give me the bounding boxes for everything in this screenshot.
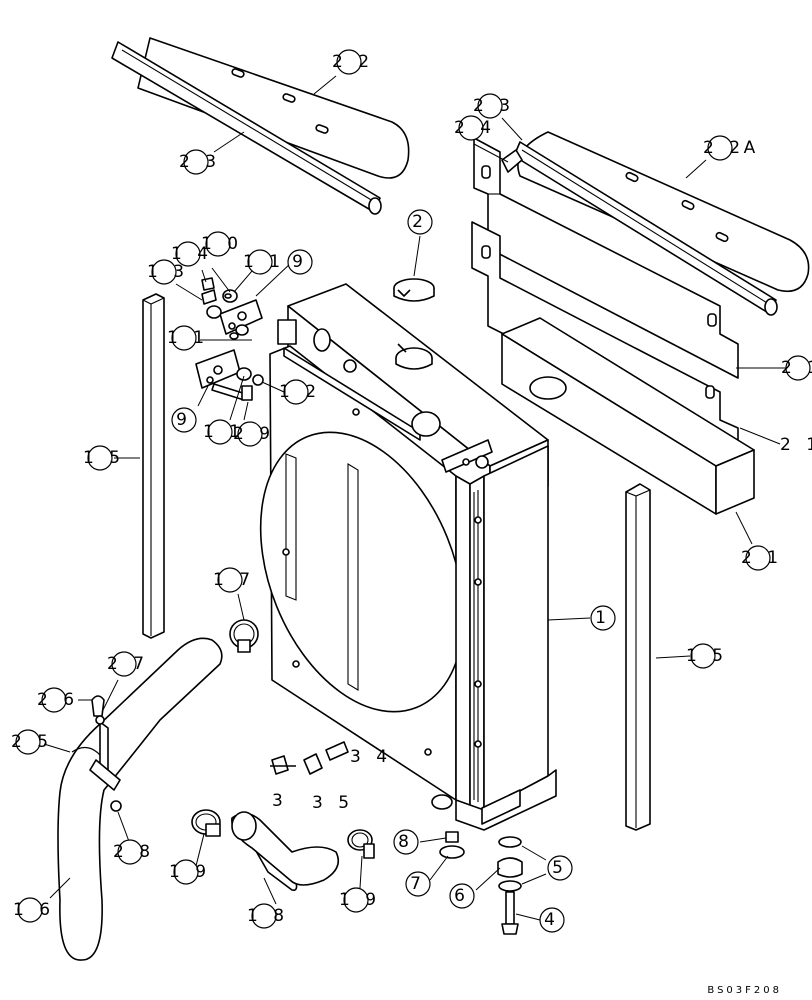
- hose-support-bracket: [89, 695, 122, 812]
- svg-text:1 2: 1 2: [279, 382, 321, 402]
- svg-text:1 1: 1 1: [203, 422, 245, 442]
- shroud-seal-top-right: [501, 131, 810, 316]
- vertical-seal-right: [625, 483, 651, 831]
- balloon-15-right: 1 5: [686, 643, 728, 669]
- svg-text:1 7: 1 7: [213, 570, 255, 590]
- svg-text:1 5: 1 5: [686, 646, 728, 666]
- balloon-5: 5: [547, 855, 573, 881]
- balloon-19-left: 1 9: [169, 859, 211, 885]
- svg-text:1 0: 1 0: [201, 234, 243, 254]
- balloon-1: 1: [590, 605, 616, 631]
- balloon-19-right: 1 9: [339, 887, 381, 913]
- balloon-6: 6: [449, 883, 475, 909]
- svg-text:2: 2: [412, 212, 428, 232]
- lower-hose: [231, 811, 340, 892]
- svg-text:1 3: 1 3: [147, 262, 189, 282]
- balloon-16: 1 6: [13, 897, 55, 923]
- drain-fittings: [270, 741, 349, 775]
- svg-text:2 8: 2 8: [113, 842, 155, 862]
- svg-text:1 8: 1 8: [247, 906, 289, 926]
- balloon-22a: 2 2A: [703, 135, 761, 161]
- hose-clamp-17: [229, 619, 259, 653]
- hose-clamp-19-left: [191, 809, 221, 837]
- label-35: 3 5: [312, 793, 354, 813]
- balloon-22-top: 2 2: [332, 49, 374, 75]
- balloon-21-upper: 2 1: [781, 355, 812, 381]
- svg-text:2 9: 2 9: [233, 424, 275, 444]
- balloon-29: 2 9: [233, 421, 275, 447]
- balloon-2: 2: [407, 209, 433, 235]
- vertical-seal-left: [142, 293, 165, 639]
- svg-text:2 3: 2 3: [473, 96, 515, 116]
- svg-text:4: 4: [544, 910, 560, 930]
- svg-text:A: A: [744, 138, 761, 158]
- balloon-8: 8: [393, 829, 419, 855]
- balloon-9-top: 9: [287, 249, 313, 275]
- balloon-14: 1 4: [171, 241, 213, 267]
- seal-strip-middle: [471, 221, 739, 453]
- svg-text:1 5: 1 5: [83, 448, 125, 468]
- svg-text:2 3: 2 3: [179, 152, 221, 172]
- drawing-code: BS03F208: [707, 985, 782, 996]
- radiator-cap: [393, 278, 435, 302]
- balloon-23-top: 2 3: [179, 149, 221, 175]
- leader-lines: [43, 75, 790, 921]
- svg-text:1: 1: [595, 608, 611, 628]
- upper-hose: [57, 637, 223, 961]
- bracket-fasteners: [201, 277, 264, 401]
- balloon-9-bottom: 9: [171, 407, 197, 433]
- balloon-24: 2 4: [454, 115, 496, 141]
- balloon-10: 1 0: [201, 231, 243, 257]
- svg-text:9: 9: [176, 410, 192, 430]
- svg-text:2 5: 2 5: [11, 732, 53, 752]
- mount-bracket-lower: [195, 349, 241, 389]
- svg-text:2 7: 2 7: [107, 654, 149, 674]
- svg-text:8: 8: [398, 832, 414, 852]
- balloon-12: 1 2: [279, 379, 321, 405]
- label-21-middle: 2 1: [780, 435, 812, 455]
- radiator-assembly: [259, 283, 557, 831]
- balloon-11-mid: 1 1: [167, 325, 209, 351]
- balloon-15-left: 1 5: [83, 445, 125, 471]
- balloon-7: 7: [405, 871, 431, 897]
- balloon-13: 1 3: [147, 259, 189, 285]
- svg-text:1 1: 1 1: [243, 252, 285, 272]
- shroud-seal-top-left: [111, 37, 410, 215]
- balloon-11-bottom: 1 1: [203, 419, 245, 445]
- svg-text:7: 7: [410, 874, 426, 894]
- mount-bracket-upper: [219, 299, 263, 335]
- balloon-23-right: 2 3: [473, 93, 515, 119]
- svg-text:1 1: 1 1: [167, 328, 209, 348]
- balloon-28: 2 8: [113, 839, 155, 865]
- svg-text:1 4: 1 4: [171, 244, 213, 264]
- svg-text:2 4: 2 4: [454, 118, 496, 138]
- foam-seal-block: [501, 317, 755, 515]
- label-34: 3 4: [350, 747, 392, 767]
- balloon-11-top: 1 1: [243, 249, 285, 275]
- svg-text:1 9: 1 9: [169, 862, 211, 882]
- balloon-18: 1 8: [247, 903, 289, 929]
- svg-text:1 6: 1 6: [13, 900, 55, 920]
- svg-text:2 6: 2 6: [37, 690, 79, 710]
- svg-text:6: 6: [454, 886, 470, 906]
- balloon-17: 1 7: [213, 567, 255, 593]
- mounting-hardware: [439, 831, 523, 935]
- svg-text:1 9: 1 9: [339, 890, 381, 910]
- seal-strip-upper: [473, 137, 739, 379]
- balloon-4: 4: [539, 907, 565, 933]
- svg-text:5: 5: [552, 858, 568, 878]
- balloon-25: 2 5: [11, 729, 53, 755]
- balloon-27: 2 7: [107, 651, 149, 677]
- svg-text:2 2: 2 2: [703, 138, 745, 158]
- balloon-26: 2 6: [37, 687, 79, 713]
- svg-text:2 1: 2 1: [741, 548, 783, 568]
- svg-text:2 1: 2 1: [781, 358, 812, 378]
- svg-text:9: 9: [292, 252, 308, 272]
- label-3: 3: [272, 791, 288, 811]
- balloon-21-lower: 2 1: [741, 545, 783, 571]
- svg-text:2 2: 2 2: [332, 52, 374, 72]
- hose-clamp-19-right: [347, 829, 375, 859]
